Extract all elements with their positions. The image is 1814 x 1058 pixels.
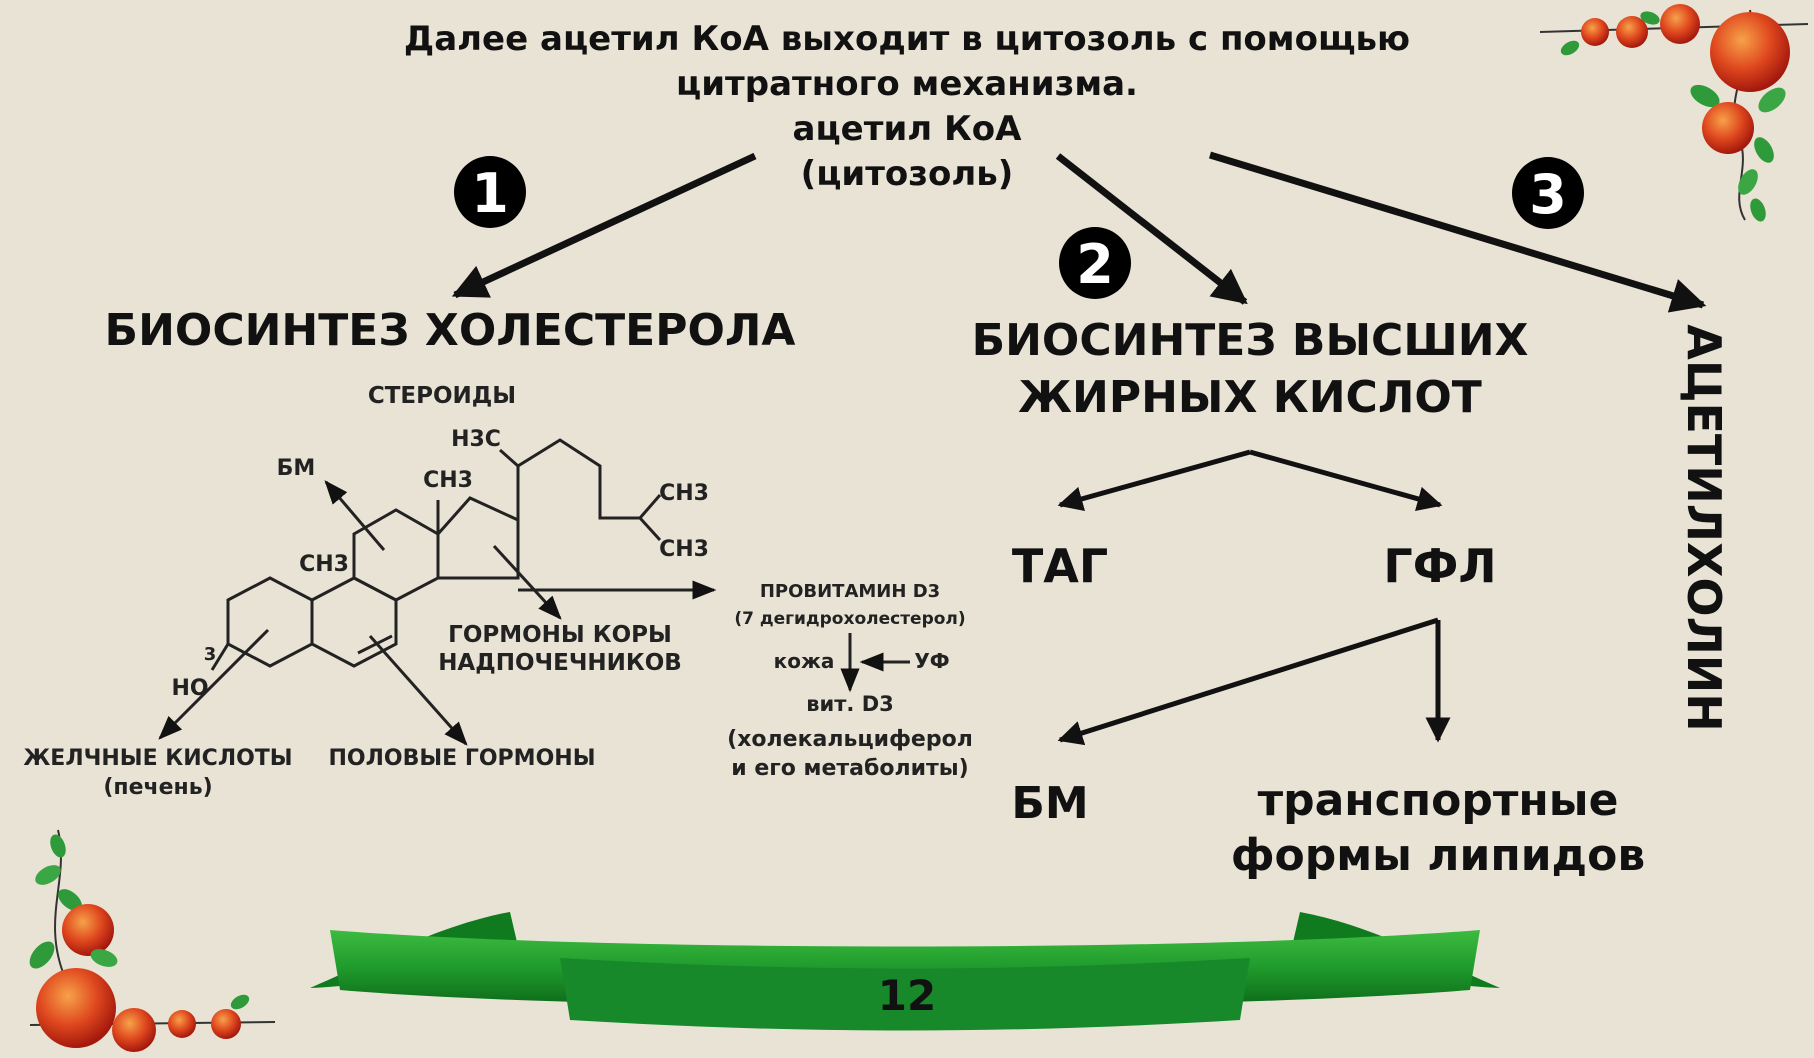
header-line-3: ацетил КоА xyxy=(793,109,1023,149)
cholesterol-biosynthesis-title: БИОСИНТЕЗ ХОЛЕСТЕРОЛА xyxy=(105,305,796,356)
transport-lipids-line-2: формы липидов xyxy=(1231,830,1645,881)
page-number: 12 xyxy=(878,971,936,1020)
steroid-arrows xyxy=(158,480,717,746)
acetylcholine-label: АЦЕТИЛХОЛИН xyxy=(1677,324,1731,732)
fatty-acid-biosynthesis-title-line-1: БИОСИНТЕЗ ВЫСШИХ xyxy=(972,315,1529,366)
transport-lipids-line-1: транспортные xyxy=(1258,775,1619,826)
steroid-structure xyxy=(210,438,662,671)
ch3-label-chain-lower: CH3 xyxy=(659,537,709,562)
ho-label: HO xyxy=(171,676,208,701)
provitamin-d3-subtitle: (7 дегидрохолестерол) xyxy=(734,609,965,629)
badge-3-number: 3 xyxy=(1529,163,1567,226)
header-line-2: цитратного механизма. xyxy=(676,64,1138,104)
fatty-bm-label: БМ xyxy=(1011,778,1088,829)
adrenal-hormones-line-2: НАДПОЧЕЧНИКОВ xyxy=(438,650,682,676)
gfl-label: ГФЛ xyxy=(1383,539,1496,593)
provitamin-d3-label: ПРОВИТАМИН D3 xyxy=(760,581,940,602)
apple-branch-decoration-bottom-left xyxy=(29,829,276,1052)
vitamin-d3-label: вит. D3 xyxy=(806,692,894,716)
sex-hormones-label: ПОЛОВЫЕ ГОРМОНЫ xyxy=(329,746,596,771)
steroid-bm-label: БМ xyxy=(277,456,316,481)
skin-label: кожа xyxy=(774,649,835,673)
tag-label: ТАГ xyxy=(1012,539,1108,593)
arrow-to-cholesterol xyxy=(451,152,757,299)
steroids-label: СТЕРОИДЫ xyxy=(368,383,516,409)
badge-2: 2 xyxy=(1059,227,1131,299)
position-3-label: 3 xyxy=(204,644,217,665)
bile-acids-line-1: ЖЕЛЧНЫЕ КИСЛОТЫ xyxy=(23,746,292,771)
adrenal-hormones-line-1: ГОРМОНЫ КОРЫ xyxy=(448,622,672,648)
ch3-label-mid: CH3 xyxy=(299,552,349,577)
header-line-1: Далее ацетил КоА выходит в цитозоль с по… xyxy=(404,19,1410,59)
vitamin-d3-subtitle-line-2: и его метаболиты) xyxy=(731,756,968,781)
apple-branch-decoration-top-right xyxy=(1539,4,1809,222)
badge-1: 1 xyxy=(454,156,526,228)
badge-1-number: 1 xyxy=(471,162,509,225)
badge-2-number: 2 xyxy=(1076,233,1114,296)
ch3-label-top: CH3 xyxy=(423,468,473,493)
h3c-label: H3C xyxy=(451,427,501,452)
fatty-acid-biosynthesis-title-line-2: ЖИРНЫХ КИСЛОТ xyxy=(1018,372,1482,423)
fatty-acid-arrows xyxy=(1057,449,1451,746)
header-line-4: (цитозоль) xyxy=(801,154,1014,194)
ribbon-banner: 12 xyxy=(310,912,1500,1031)
ch3-label-chain-upper: CH3 xyxy=(659,481,709,506)
bile-acids-line-2: (печень) xyxy=(103,775,212,800)
uv-label: УФ xyxy=(914,649,949,673)
arrow-to-acetylcholine xyxy=(1208,151,1707,313)
badge-3: 3 xyxy=(1512,157,1584,229)
vitamin-d3-subtitle-line-1: (холекальциферол xyxy=(727,727,973,752)
arrow-to-fatty-acids xyxy=(1055,153,1248,305)
